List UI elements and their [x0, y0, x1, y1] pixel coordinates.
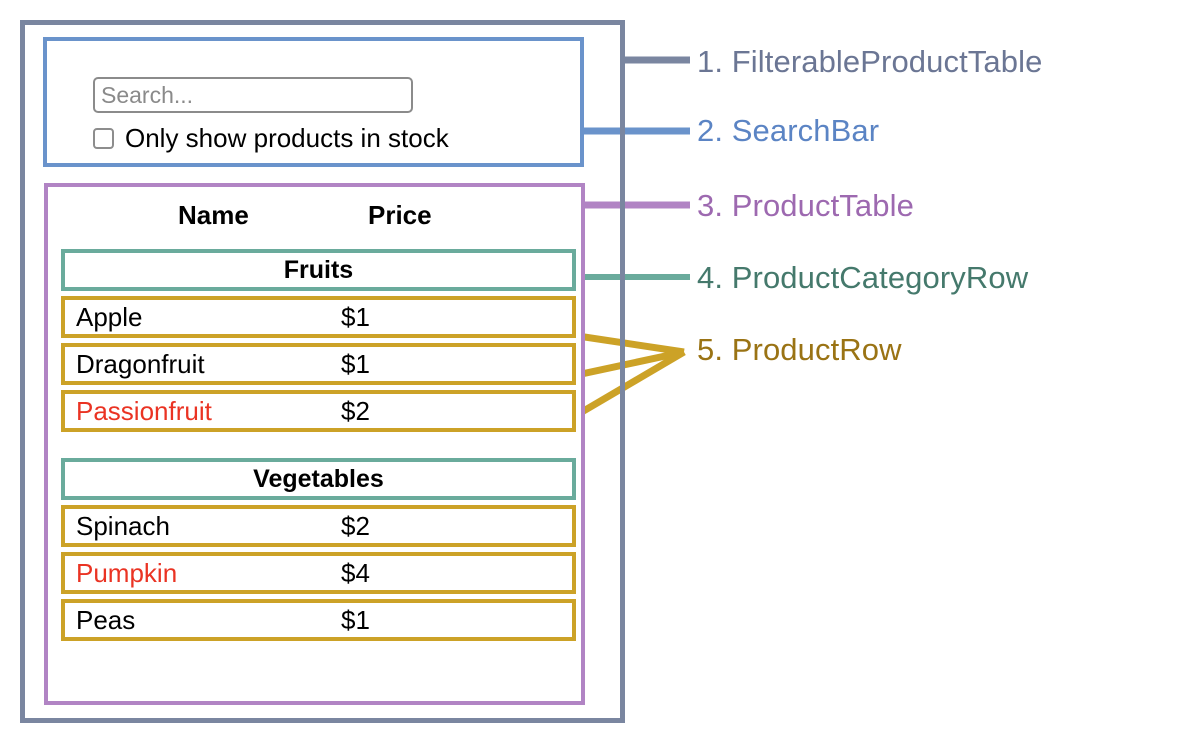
product-category-label: Vegetables [253, 464, 384, 493]
product-name: Pumpkin [76, 558, 178, 588]
product-price: $1 [341, 302, 370, 332]
column-header-name: Name [178, 199, 249, 230]
product-table: Name Price Fruits Apple $1 Dragonfruit $… [44, 183, 585, 705]
product-row[interactable]: Dragonfruit $1 [61, 343, 576, 385]
product-price: $1 [341, 605, 370, 635]
legend-label-filterable-product-table: 1. FilterableProductTable [697, 44, 1043, 79]
legend-label-product-category-row: 4. ProductCategoryRow [697, 260, 1029, 295]
product-row[interactable]: Spinach $2 [61, 505, 576, 547]
product-row[interactable]: Peas $1 [61, 599, 576, 641]
product-name: Dragonfruit [76, 349, 205, 379]
search-input[interactable] [93, 77, 413, 113]
product-category-label: Fruits [283, 255, 354, 284]
product-name: Apple [76, 302, 143, 332]
filterable-product-table-frame [20, 20, 625, 723]
product-category-row: Vegetables [61, 458, 576, 500]
product-row[interactable]: Pumpkin $4 [61, 552, 576, 594]
in-stock-checkbox-label: Only show products in stock [125, 123, 449, 153]
product-price: $2 [341, 511, 370, 541]
legend-label-search-bar: 2. SearchBar [697, 113, 880, 148]
legend-label-product-row: 5. ProductRow [697, 332, 902, 367]
legend-label-product-table: 3. ProductTable [697, 188, 914, 223]
product-category-row: Fruits [61, 249, 576, 291]
product-row[interactable]: Passionfruit $2 [61, 390, 576, 432]
category-group-spacer [61, 437, 576, 458]
product-table-header-row: Name Price [48, 195, 581, 235]
product-table-body: Fruits Apple $1 Dragonfruit $1 Passionfr… [61, 249, 576, 646]
search-bar: Only show products in stock [43, 37, 584, 167]
product-row[interactable]: Apple $1 [61, 296, 576, 338]
product-price: $1 [341, 349, 370, 379]
product-price: $4 [341, 558, 370, 588]
in-stock-checkbox[interactable] [93, 127, 114, 149]
column-header-price: Price [368, 199, 432, 230]
in-stock-filter-row[interactable]: Only show products in stock [93, 125, 449, 151]
product-price: $2 [341, 396, 370, 426]
product-name: Passionfruit [76, 396, 212, 426]
product-name: Peas [76, 605, 136, 635]
product-name: Spinach [76, 511, 170, 541]
